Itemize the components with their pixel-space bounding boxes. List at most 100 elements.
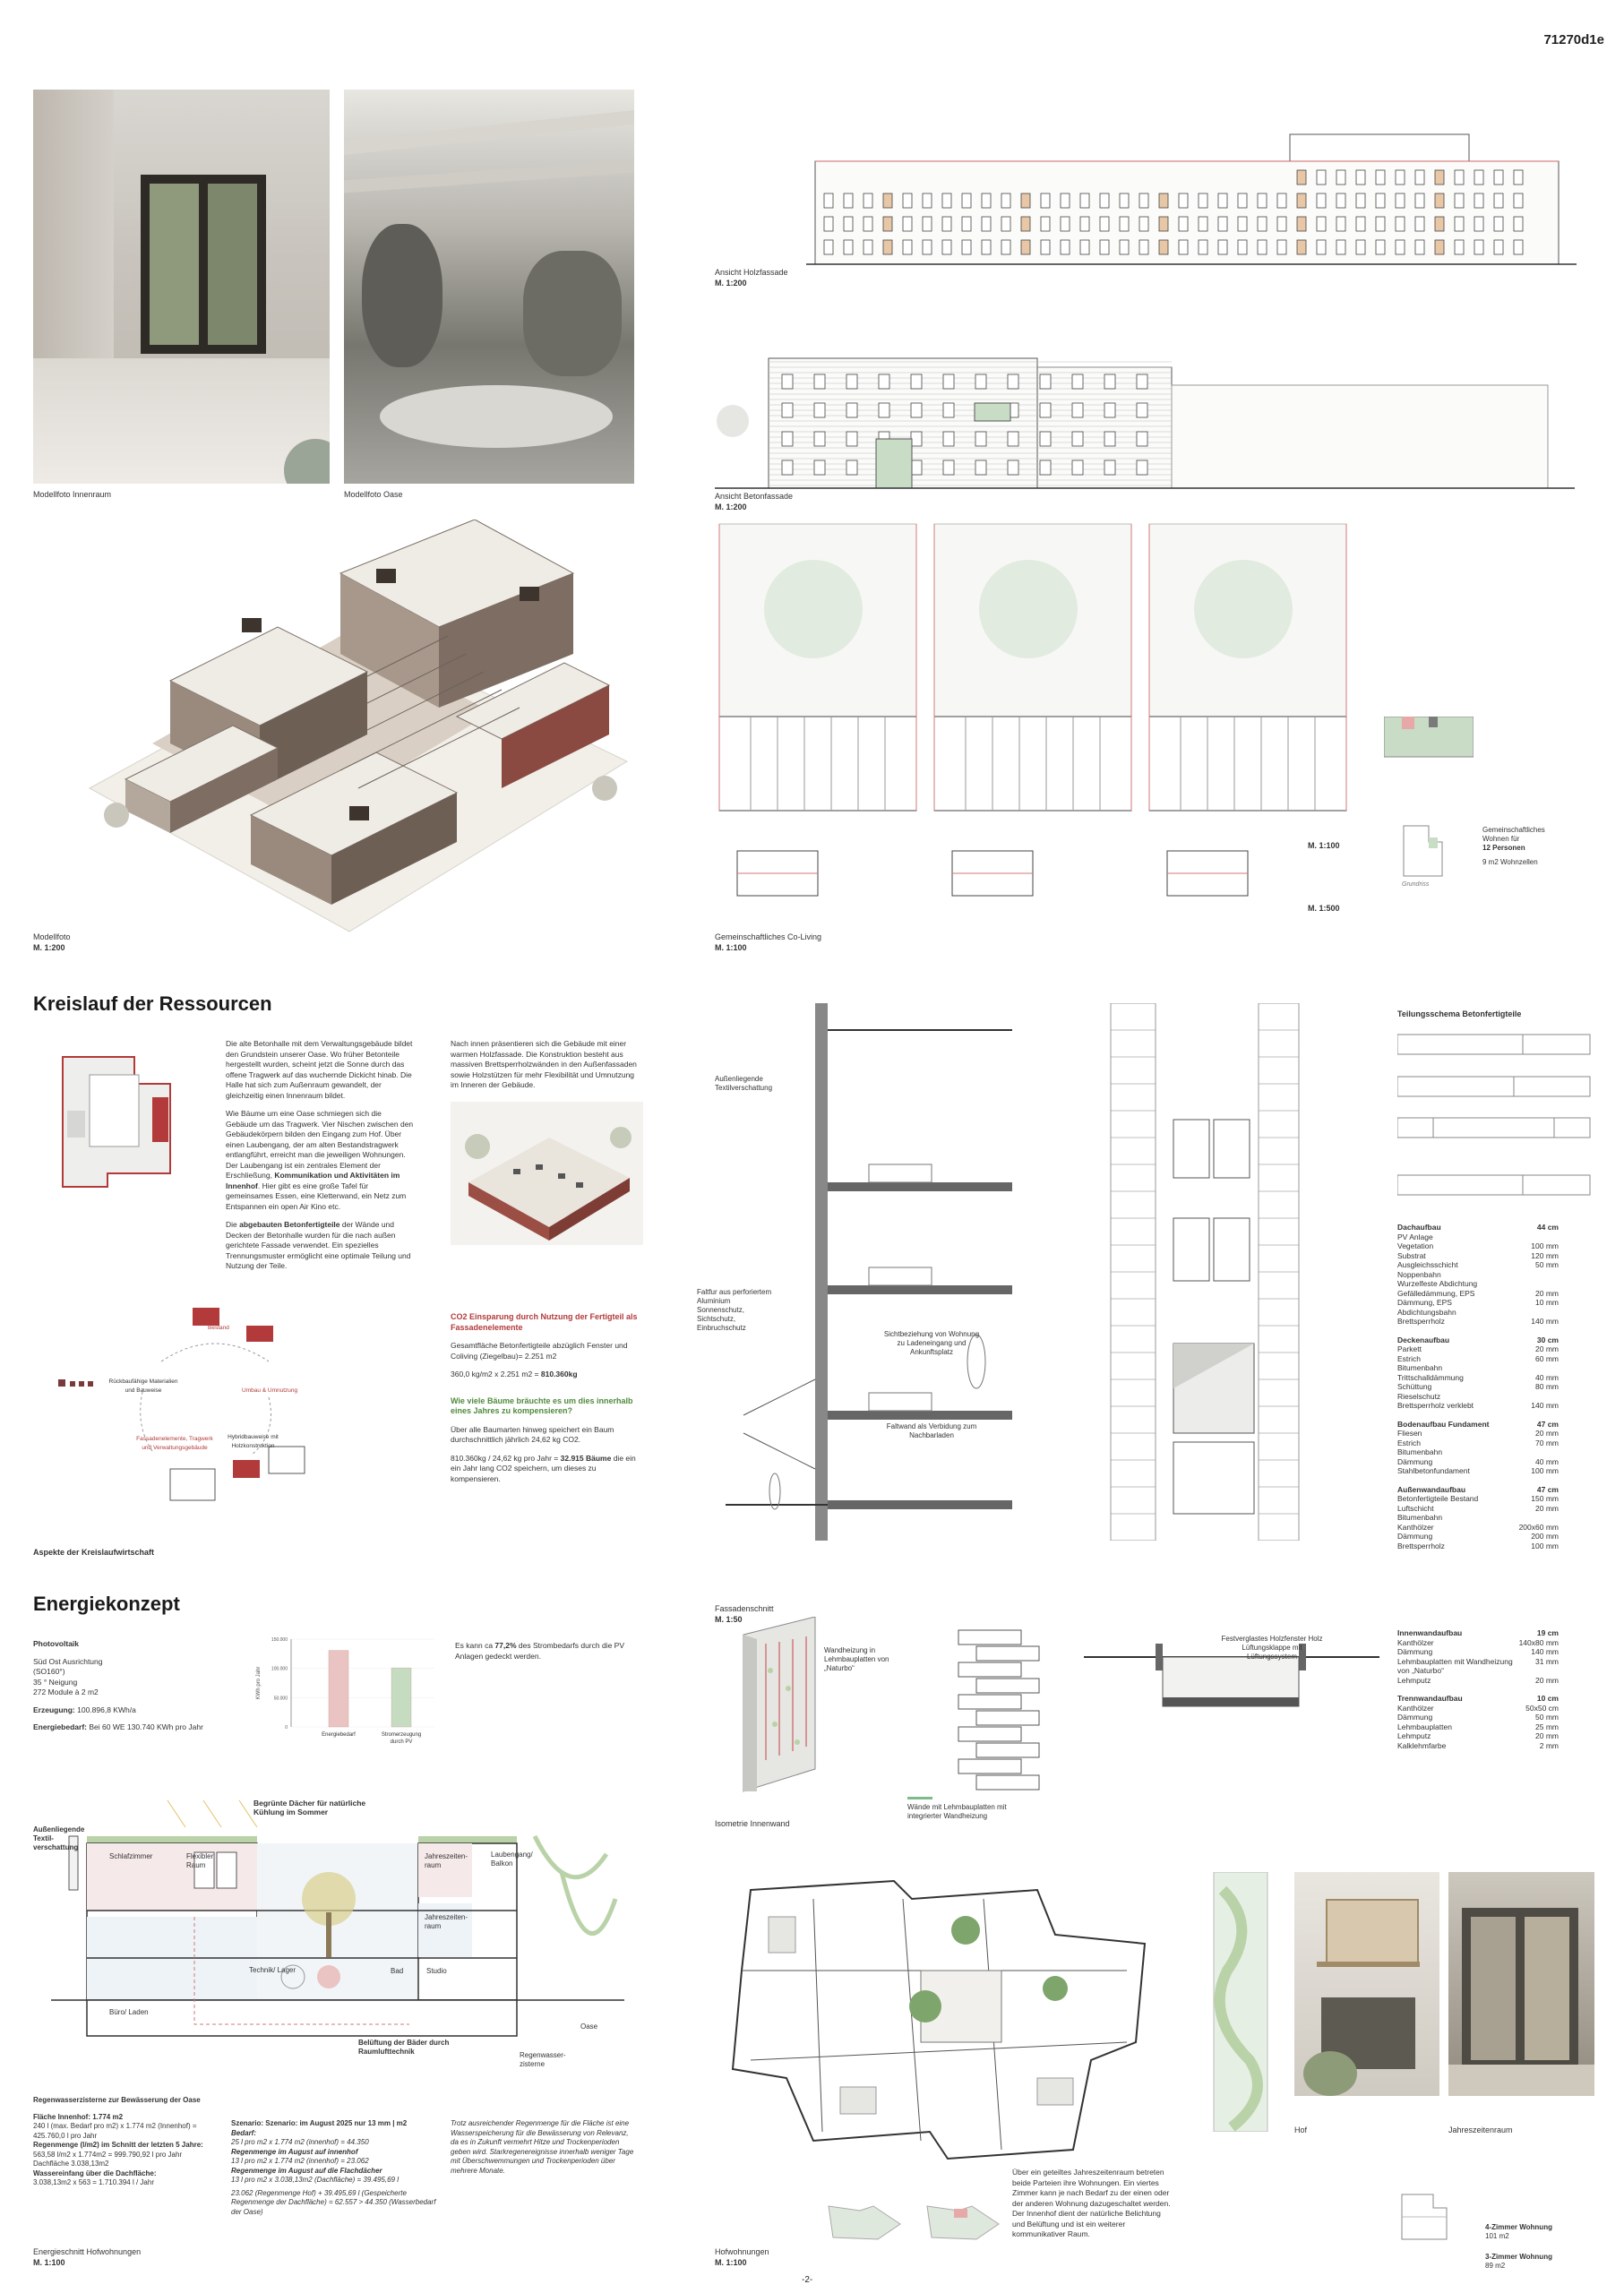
window <box>823 216 834 232</box>
chart-tick-label: 50.000 <box>274 1696 288 1701</box>
caption-hof: Hof <box>1294 2126 1308 2134</box>
caption-coliving: Gemeinschaftliches Co-Living M. 1:100 <box>715 932 821 953</box>
window <box>882 216 893 232</box>
window <box>1414 239 1425 255</box>
co2-p2: 360,0 kg/m2 x 2.251 m2 = 810.360kg <box>451 1370 643 1380</box>
unit-3zimmer: 3-Zimmer Wohnung 89 m2 <box>1485 2253 1552 2271</box>
iso-block <box>958 1726 1022 1742</box>
window <box>1237 216 1248 232</box>
hof-keyplan-2 <box>926 2205 1000 2240</box>
lueftung-label: Belüftung der Bäder durch Raumlufttechni… <box>358 2039 450 2056</box>
caption-holzfassade-text: Ansicht Holzfassade <box>715 268 788 277</box>
window <box>1434 169 1445 185</box>
cycle-label-umbau: Umbau & Umnutzung <box>242 1387 298 1394</box>
plan-rooms <box>1148 716 1347 812</box>
coliving-legend-line3: 12 Personen <box>1482 844 1525 852</box>
window <box>1237 239 1248 255</box>
photo-oase <box>344 90 634 484</box>
iso-block <box>975 1774 1040 1791</box>
regen-l7: 3.038,13m2 x 563 = 1.710.394 l / Jahr <box>33 2178 154 2186</box>
window <box>823 239 834 255</box>
window <box>1198 216 1208 232</box>
window <box>1020 216 1031 232</box>
iso-waende-text: Wände mit Lehmbauplatten mit integrierte… <box>907 1803 1007 1820</box>
window <box>1237 193 1248 209</box>
window <box>975 431 987 447</box>
window <box>910 431 923 447</box>
window <box>1414 169 1425 185</box>
page-number: -2- <box>802 2275 813 2285</box>
pv-text-b: 77,2% <box>494 1641 517 1650</box>
photo-jahreszeitenraum <box>1448 1872 1594 2096</box>
kreislauf-col1-p2c: . Hier gibt es eine große Tafel für geme… <box>226 1181 407 1211</box>
window <box>1513 239 1524 255</box>
window <box>1158 193 1169 209</box>
regen-head: Regenwasserzisterne zur Bewässerung der … <box>33 2096 201 2104</box>
window <box>1355 216 1366 232</box>
window <box>1414 193 1425 209</box>
pv-line-0: Süd Ost Ausrichtung <box>33 1656 103 1666</box>
szenario-s2: 25 l pro m2 x 1.774 m2 (innenhof) = 44.3… <box>231 2138 369 2146</box>
trees-p2b: 32.915 Bäume <box>560 1453 612 1463</box>
kreislauf-title: Kreislauf der Ressourcen <box>33 992 272 1015</box>
window <box>1178 193 1189 209</box>
window <box>1414 216 1425 232</box>
window <box>942 374 955 390</box>
scale-500-label: M. 1:500 <box>1308 904 1340 913</box>
window <box>846 374 858 390</box>
window <box>1158 216 1169 232</box>
window <box>1474 193 1484 209</box>
window <box>1474 216 1484 232</box>
window <box>922 193 932 209</box>
spec-row: Lehmbauplatten mit Wandheizung von „Natu… <box>1397 1656 1559 1676</box>
window <box>843 216 854 232</box>
window-section <box>1084 1644 1379 1707</box>
window <box>813 431 826 447</box>
plan-rooms <box>933 716 1132 812</box>
window <box>1079 216 1090 232</box>
coliving-mini-plan <box>1403 825 1443 877</box>
window <box>1099 216 1110 232</box>
coliving-plans <box>718 523 1347 897</box>
window <box>1136 374 1148 390</box>
coliving-plan-word: Grundriss <box>1402 881 1430 888</box>
pv-text-a: Es kann ca <box>455 1641 495 1650</box>
iso-block <box>975 1742 1040 1758</box>
window <box>863 239 873 255</box>
regen-l1: Fläche Innenhof: 1.774 m2 <box>33 2112 124 2121</box>
window <box>1493 169 1504 185</box>
window <box>1136 431 1148 447</box>
teilung-schema <box>1397 1034 1591 1196</box>
model-axonometry <box>88 520 629 932</box>
unit-4zimmer: 4-Zimmer Wohnung 101 m2 <box>1485 2223 1552 2241</box>
window <box>1060 239 1070 255</box>
trees-p2a: 810.360kg / 24,62 kg pro Jahr = <box>451 1453 561 1463</box>
chart-tick-label: 0 <box>285 1725 288 1730</box>
window <box>961 216 972 232</box>
window <box>1020 193 1031 209</box>
room-4: Jahreszeiten-raum <box>425 1913 468 1930</box>
window <box>1136 402 1148 418</box>
trees-p2c: die ein ein Jahr lang CO2 speichern, um … <box>451 1453 636 1483</box>
hof-keyplan-1 <box>828 2205 901 2240</box>
caption-energieschnitt: Energieschnitt Hofwohnungen M. 1:100 <box>33 2246 141 2268</box>
window <box>1395 216 1405 232</box>
pv-block: Photovoltaik Süd Ost Ausrichtung (SO160°… <box>33 1639 230 1733</box>
window <box>1040 239 1051 255</box>
window <box>843 193 854 209</box>
window <box>1158 239 1169 255</box>
window <box>1474 169 1484 185</box>
window <box>1454 169 1465 185</box>
window <box>910 402 923 418</box>
iso-block <box>958 1758 1022 1774</box>
window <box>1139 193 1149 209</box>
kreislauf-col1-p2b: Kommunikation und Aktivitäten im Innenho… <box>226 1171 400 1190</box>
chart-category-label: Energiebedarf <box>322 1732 356 1738</box>
window <box>1060 193 1070 209</box>
